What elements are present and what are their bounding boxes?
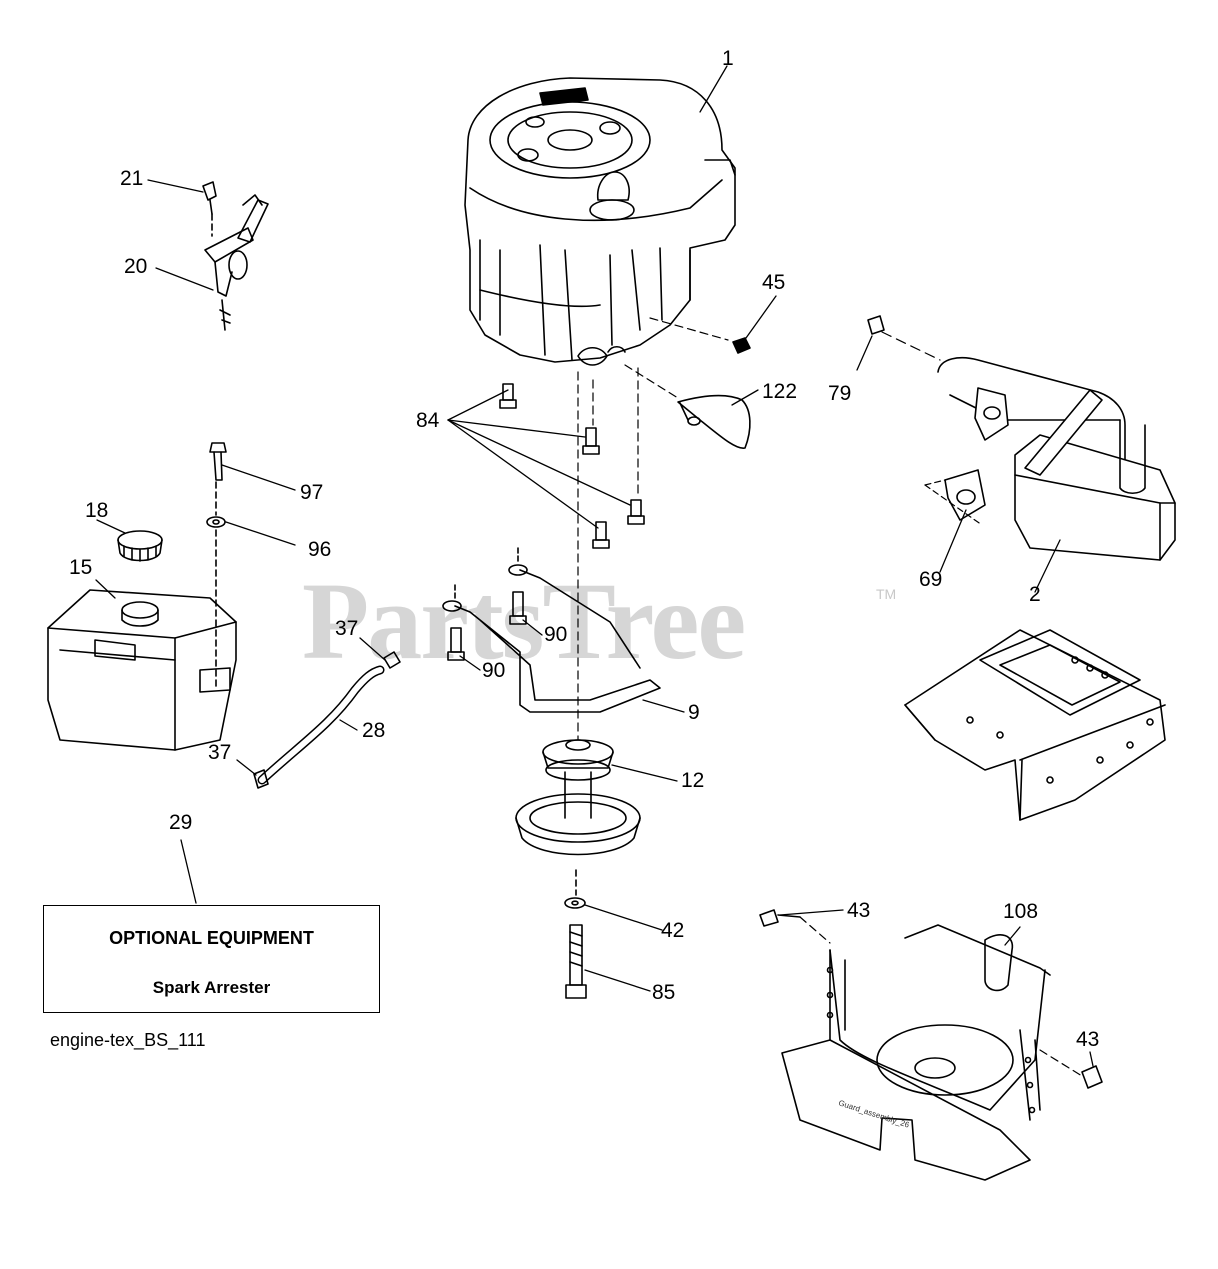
callout-belt-guide: 9 — [688, 701, 700, 724]
callout-heat-shield-guard: 108 — [1003, 900, 1039, 923]
fuel-tank-part — [47, 589, 237, 751]
callout-deflector: 122 — [762, 380, 798, 403]
callout-bolt-left: 43 — [847, 899, 871, 922]
callout-clamp-upper: 37 — [335, 617, 359, 640]
callout-pulley-bolt: 85 — [652, 981, 676, 1004]
optional-equipment-title: OPTIONAL EQUIPMENT — [109, 928, 314, 948]
throttle-control-part — [202, 181, 269, 331]
callout-guide-bolt-b: 90 — [482, 659, 506, 682]
callout-fuel-tank: 15 — [69, 556, 93, 579]
engine-bolts-part — [499, 383, 645, 549]
engine-mount-plate-part — [904, 629, 1166, 821]
callout-washer: 42 — [661, 919, 685, 942]
idler-pulley-part — [515, 739, 641, 856]
callout-engine: 1 — [722, 47, 734, 70]
optional-equipment-box: OPTIONAL EQUIPMENT Spark Arrester — [43, 905, 380, 1013]
callout-bolt-right: 43 — [1076, 1028, 1100, 1051]
muffler-part — [867, 315, 1176, 561]
callout-engine-bolts: 84 — [416, 409, 440, 432]
callout-clamp-lower: 37 — [208, 741, 232, 764]
callout-guide-bolt-a: 90 — [544, 623, 568, 646]
callout-throttle-control: 20 — [124, 255, 148, 278]
callout-nut: 45 — [762, 271, 786, 294]
fuel-line-part — [253, 651, 401, 789]
watermark-trademark: TM — [876, 586, 897, 602]
callout-gasket: 69 — [919, 568, 943, 591]
nut-part — [649, 317, 751, 354]
callout-fuel-line: 28 — [362, 719, 386, 742]
callout-muffler: 2 — [1029, 583, 1041, 606]
leader-lines — [95, 65, 1094, 1067]
belt-guide-part — [442, 547, 661, 713]
callout-throttle-screw: 21 — [120, 167, 144, 190]
callout-tank-washer: 96 — [308, 538, 332, 561]
callout-tank-screw: 97 — [300, 481, 324, 504]
diagram-reference-code: engine-tex_BS_111 — [50, 1030, 206, 1050]
callout-optional-equipment: 29 — [169, 811, 193, 834]
tank-screw-part — [206, 442, 227, 691]
pulley-bolt-part — [564, 869, 587, 999]
deflector-part — [624, 364, 751, 449]
callout-idler-pulley: 12 — [681, 769, 705, 792]
callout-muffler-bolt: 79 — [828, 382, 852, 405]
callout-fuel-cap: 18 — [85, 499, 109, 522]
heat-shield-guard-part: Guard_assembly_26 — [759, 909, 1103, 1181]
optional-equipment-item: Spark Arrester — [152, 978, 271, 997]
engine-part — [464, 77, 736, 366]
fuel-cap-part — [117, 530, 163, 562]
